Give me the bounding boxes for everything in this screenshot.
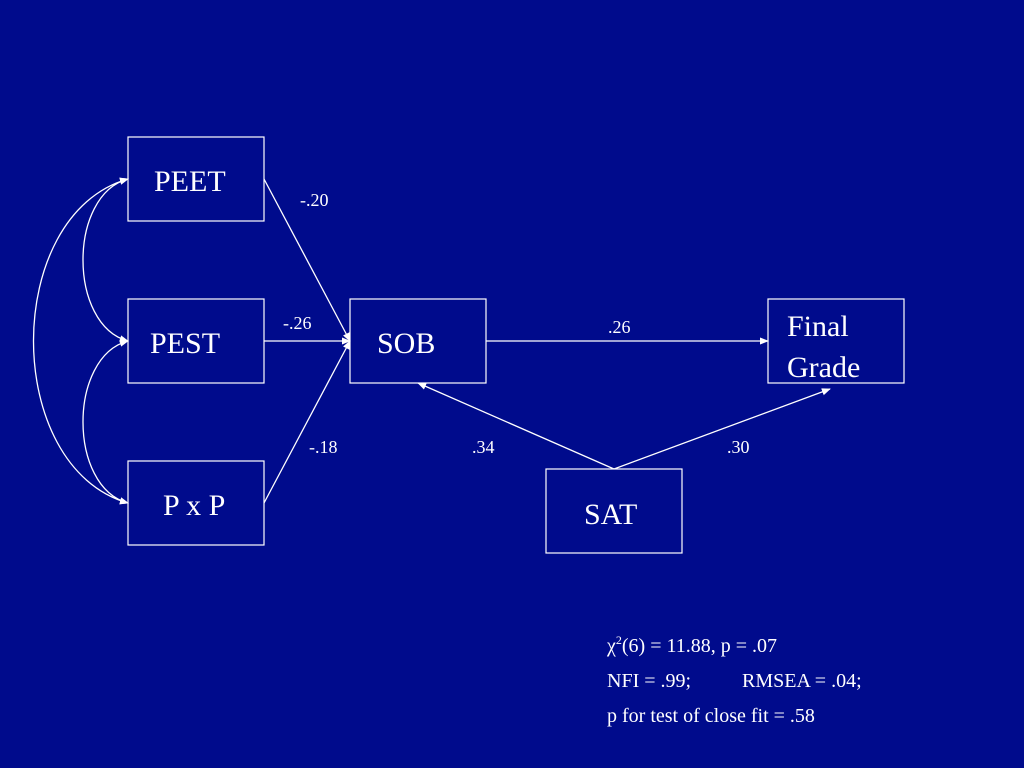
pxp-label: P x P (163, 489, 225, 522)
sob-label: SOB (377, 327, 435, 360)
fit-nfi: NFI = .99; (607, 670, 691, 692)
correlation-pest-pxp (82, 339, 129, 505)
correlation-peet-pest (82, 177, 129, 343)
fit-chi-square: χ2(6) = 11.88, p = .07 (606, 633, 777, 657)
path-pxp-sob (263, 340, 351, 504)
fit-rmsea: RMSEA = .04; (742, 670, 862, 692)
pest-label: PEST (150, 327, 220, 360)
correlation-peet-pxp (33, 177, 129, 505)
final-grade-label-line2: Grade (787, 351, 860, 384)
path-sat-final-grade (613, 388, 831, 470)
path-sat-sob (417, 382, 615, 470)
coef-sat-final-grade: .30 (727, 437, 750, 457)
coef-sat-sob: .34 (472, 437, 495, 457)
coef-sob-final-grade: .26 (608, 317, 631, 337)
coef-peet-sob: -.20 (300, 190, 329, 210)
path-peet-sob (263, 178, 351, 342)
sat-label: SAT (584, 498, 637, 531)
peet-label: PEET (154, 165, 226, 198)
fit-close-fit: p for test of close fit = .58 (607, 705, 815, 727)
coef-pest-sob: -.26 (283, 313, 312, 333)
coef-pxp-sob: -.18 (309, 437, 338, 457)
final-grade-label-line1: Final (787, 310, 849, 343)
